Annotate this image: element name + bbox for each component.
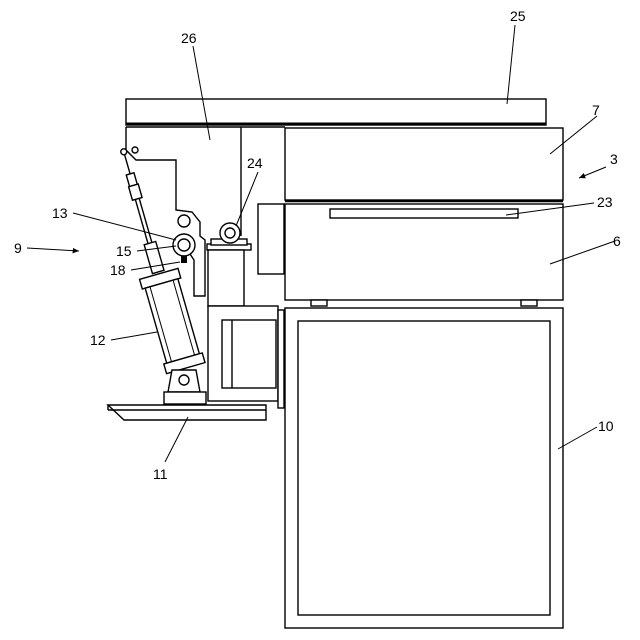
label-26: 26 — [181, 30, 197, 46]
label-6: 6 — [613, 233, 621, 249]
label-9: 9 — [14, 240, 22, 256]
label-10: 10 — [598, 418, 614, 434]
label-15: 15 — [116, 243, 132, 259]
motor-housing — [208, 306, 284, 408]
side-plate — [258, 204, 284, 274]
upper-block — [285, 128, 563, 201]
label-24: 24 — [247, 155, 263, 171]
top-plate — [126, 99, 546, 125]
label-18: 18 — [110, 262, 126, 278]
base-plate — [108, 405, 266, 420]
label-7: 7 — [592, 102, 600, 118]
clevis-mount — [164, 370, 206, 404]
label-3: 3 — [610, 151, 618, 167]
label-12: 12 — [90, 332, 106, 348]
cylinder-body — [140, 268, 205, 373]
roller-24 — [207, 223, 251, 306]
lower-block — [285, 204, 563, 306]
label-13: 13 — [52, 205, 68, 221]
large-box — [285, 308, 563, 628]
roller-15 — [173, 234, 195, 263]
label-23: 23 — [597, 194, 613, 210]
label-11: 11 — [153, 466, 168, 482]
label-25: 25 — [510, 8, 526, 24]
